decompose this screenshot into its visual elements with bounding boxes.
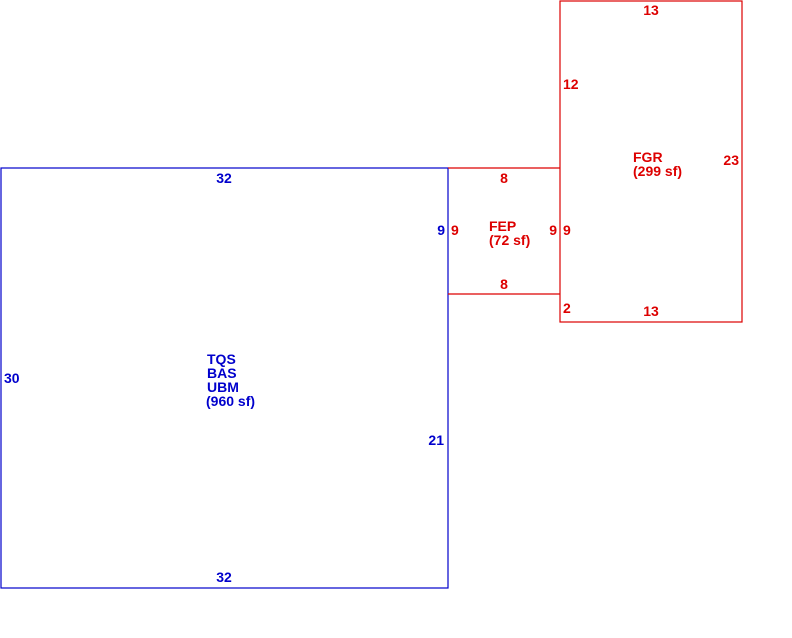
main-area-size: (960 sf) [206, 393, 255, 409]
garage-dim-left-upper: 12 [563, 76, 579, 92]
garage-dim-right: 23 [723, 152, 739, 168]
garage-dim-bottom: 13 [643, 303, 659, 319]
main-dim-top: 32 [216, 170, 232, 186]
garage-outline [559, 0, 743, 323]
garage-dim-left-middle: 9 [563, 222, 571, 238]
garage-dim-left-lower: 2 [563, 300, 571, 316]
porch-area-code: FEP [489, 218, 516, 234]
main-area: TQS BAS UBM (960 sf) 32 32 30 9 21 [0, 167, 449, 589]
porch-dim-right: 9 [549, 222, 557, 238]
porch-dim-left: 9 [451, 222, 459, 238]
main-area-code-1: TQS [207, 351, 236, 367]
main-dim-left: 30 [4, 370, 20, 386]
main-dim-right-upper: 9 [437, 222, 445, 238]
porch-dim-top: 8 [500, 170, 508, 186]
main-area-code-3: UBM [207, 379, 239, 395]
garage-area: FGR (299 sf) 13 13 23 12 9 2 [559, 0, 743, 323]
garage-dim-top: 13 [643, 2, 659, 18]
main-area-outline [0, 167, 449, 589]
main-dim-right-lower: 21 [428, 432, 444, 448]
garage-area-code: FGR [633, 149, 663, 165]
porch-area-size: (72 sf) [489, 232, 530, 248]
main-dim-bottom: 32 [216, 569, 232, 585]
porch-dim-bottom: 8 [500, 276, 508, 292]
garage-area-size: (299 sf) [633, 163, 682, 179]
porch-area: FEP (72 sf) 8 8 9 9 [448, 167, 560, 295]
main-area-code-2: BAS [207, 365, 237, 381]
